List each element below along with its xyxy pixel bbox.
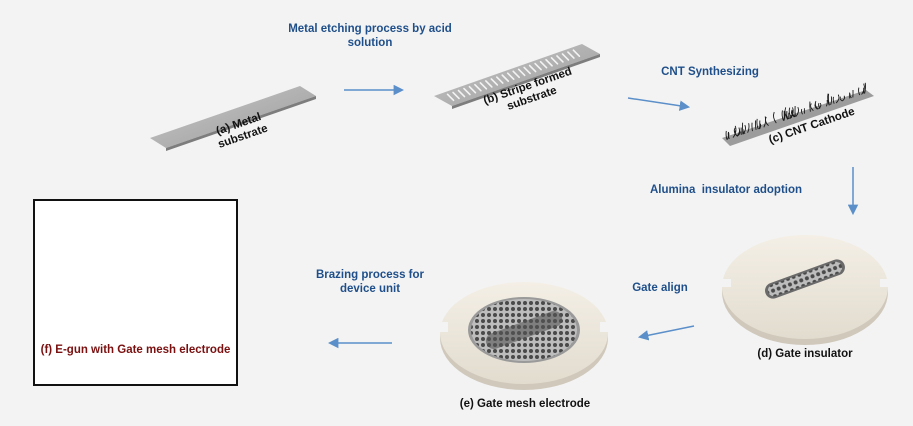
cnt-fiber	[751, 122, 753, 132]
step-label-cnt-synthesizing: CNT Synthesizing	[661, 66, 759, 78]
cnt-fiber	[861, 83, 865, 95]
step-label-alumina-insulator: Alumina insulator adoption	[649, 184, 803, 196]
cnt-fiber	[818, 102, 822, 110]
step-label-brazing: Brazing process for device unit	[316, 269, 424, 295]
cnt-fiber	[758, 123, 762, 130]
etched-slot	[506, 72, 515, 81]
cnt-fiber	[839, 96, 843, 102]
cnt-fiber	[726, 131, 730, 140]
etched-slot	[561, 53, 570, 61]
cnt-fiber	[814, 103, 818, 110]
cnt-fiber	[734, 130, 738, 137]
etched-slot	[556, 55, 564, 63]
etched-slot	[523, 66, 531, 75]
etched-slot	[572, 49, 581, 57]
etched-slot	[539, 60, 548, 69]
etched-slot	[495, 76, 504, 84]
cnt-fiber	[747, 123, 750, 133]
cnt-fiber	[732, 125, 737, 138]
cnt-fiber	[801, 108, 803, 115]
etched-slot	[463, 87, 471, 96]
cnt-fiber	[858, 87, 861, 96]
step-label-gate-align: Gate align	[632, 282, 688, 294]
etched-slot	[567, 51, 575, 59]
etched-slot	[512, 70, 520, 79]
caption-gate-insulator: (d) Gate insulator	[757, 348, 853, 360]
e-gun-photo-frame: (f) E-gun with Gate mesh electrode	[33, 199, 238, 386]
etched-slot	[550, 57, 559, 65]
cnt-fiber	[810, 103, 814, 112]
etched-slot	[457, 89, 466, 98]
caption-gate-mesh-electrode: (e) Gate mesh electrode	[459, 398, 591, 410]
etched-slot	[474, 83, 482, 92]
cnt-fiber	[795, 106, 799, 117]
etched-slot	[501, 74, 510, 82]
etched-slot	[534, 62, 542, 71]
cnt-fiber	[725, 130, 728, 140]
cnt-fiber	[742, 129, 746, 134]
etched-slot	[452, 91, 460, 100]
gate-insulator-disc	[719, 235, 892, 345]
cnt-fiber	[791, 109, 795, 118]
cnt-fiber	[764, 116, 769, 127]
etched-slot	[479, 82, 488, 90]
cnt-fiber	[849, 93, 852, 99]
cnt-fiber	[864, 82, 866, 94]
cnt-fiber	[827, 93, 830, 106]
etched-slot	[485, 80, 493, 88]
cnt-fiber	[791, 110, 796, 118]
arrow-cnt	[627, 97, 691, 111]
cnt-cathode-plate	[722, 82, 874, 146]
gate-mesh-electrode-disc	[436, 282, 612, 390]
arrow-gate-align	[637, 325, 695, 341]
step-label-etching: Metal etching process by acid solution	[288, 23, 452, 49]
etched-slot	[490, 78, 499, 86]
etched-slot	[517, 68, 526, 77]
etched-slot	[446, 93, 455, 102]
caption-e-gun: (f) E-gun with Gate mesh electrode	[40, 344, 231, 356]
etched-slot	[545, 58, 553, 67]
cnt-fiber	[809, 101, 811, 112]
stripe-substrate-plate	[434, 44, 600, 109]
cnt-fiber	[789, 107, 794, 119]
etched-slot	[528, 64, 537, 73]
cnt-fiber	[825, 100, 828, 107]
cnt-fiber	[773, 111, 777, 124]
cnt-fiber	[842, 95, 846, 102]
cnt-fiber	[835, 94, 840, 104]
etched-slot	[468, 85, 477, 94]
cnt-fiber	[832, 96, 835, 104]
cnt-fiber	[742, 124, 746, 135]
cnt-fiber	[830, 96, 833, 106]
cnt-fiber	[756, 118, 759, 130]
metal-substrate-plate	[150, 86, 316, 151]
cnt-fiber	[786, 110, 788, 120]
cnt-fiber	[754, 120, 757, 130]
cnt-fiber	[781, 110, 784, 121]
